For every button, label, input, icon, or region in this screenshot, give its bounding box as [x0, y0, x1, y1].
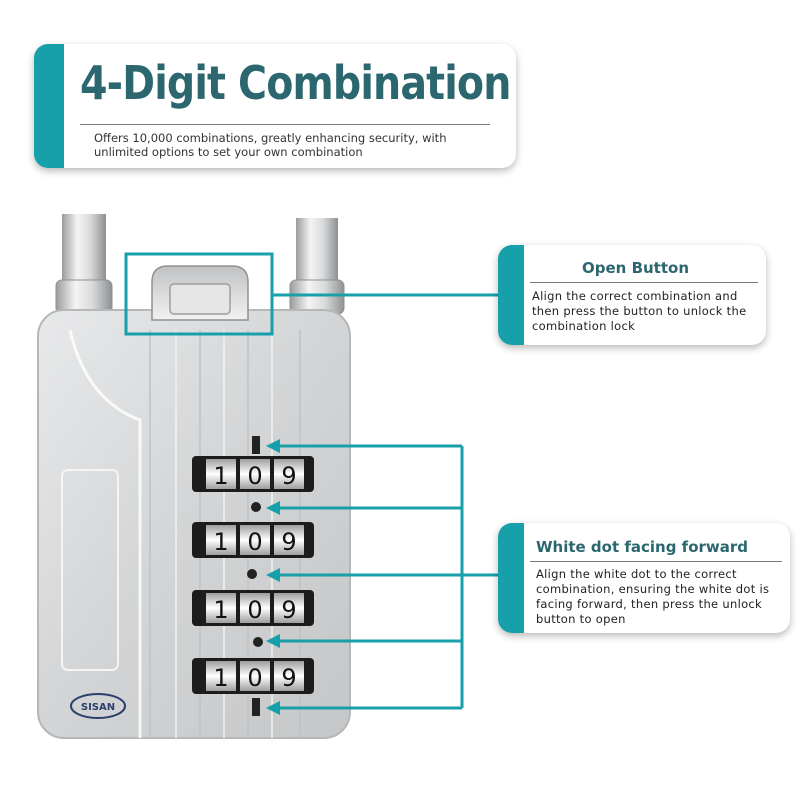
brand-logo-text: SISAN [81, 702, 115, 713]
white-dot-heading: White dot facing forward [536, 538, 749, 556]
dial-1-digit-3: 9 [281, 462, 296, 490]
feature-title: 4-Digit Combination [80, 56, 511, 110]
dial-4-digit-1: 1 [213, 664, 228, 692]
open-button-card-accent-bar [498, 245, 524, 345]
dot-2 [247, 569, 257, 579]
dial-2: 1 0 9 [192, 522, 314, 558]
dial-3-digit-3: 9 [281, 596, 296, 624]
right-shackle-post [289, 218, 345, 315]
dial-3-digit-1: 1 [213, 596, 228, 624]
feature-subtitle: Offers 10,000 combinations, greatly enha… [94, 131, 447, 159]
dot-1 [251, 502, 261, 512]
dial-1-digit-1: 1 [213, 462, 228, 490]
dial-1-digit-2: 0 [247, 462, 262, 490]
open-button [151, 265, 249, 321]
dial-4-digit-2: 0 [247, 664, 262, 692]
dial-4-digit-3: 9 [281, 664, 296, 692]
dial-2-digit-3: 9 [281, 528, 296, 556]
title-divider [80, 124, 490, 125]
title-card [34, 44, 516, 168]
dial-2-digit-1: 1 [213, 528, 228, 556]
open-button-divider [530, 282, 758, 283]
white-dot-description: Align the white dot to the correct combi… [536, 567, 770, 626]
bottom-marker [252, 698, 260, 716]
white-dot-divider [530, 561, 782, 562]
dial-1: 1 0 9 [192, 456, 314, 492]
dial-4: 1 0 9 [192, 658, 314, 694]
dial-3: 1 0 9 [192, 590, 314, 626]
brand-logo: SISAN [70, 693, 126, 719]
white-dot-card-accent-bar [498, 523, 524, 633]
dial-2-digit-2: 0 [247, 528, 262, 556]
dot-3 [253, 637, 263, 647]
open-button-heading: Open Button [582, 259, 689, 277]
title-card-accent-bar [34, 44, 64, 168]
left-shackle-post [55, 214, 113, 315]
dial-3-digit-2: 0 [247, 596, 262, 624]
white-dot-callout-lines [266, 439, 500, 715]
open-button-card: Open Button Align the correct combinatio… [498, 245, 766, 345]
top-marker [252, 436, 260, 454]
open-button-description: Align the correct combination and then p… [532, 289, 747, 333]
white-dot-card: White dot facing forward Align the white… [498, 523, 790, 633]
